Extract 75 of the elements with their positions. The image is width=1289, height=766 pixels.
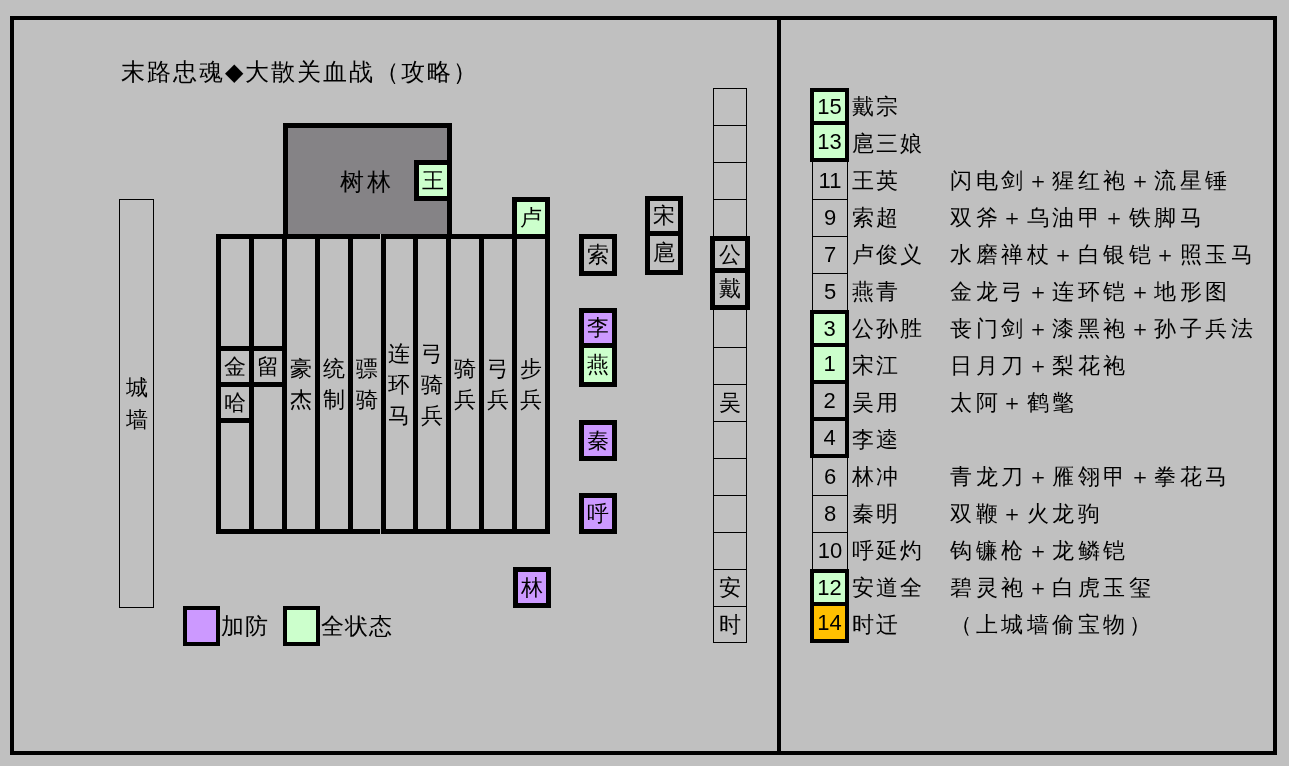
hero-name: 王英 <box>852 167 900 195</box>
troop-column: 步兵 <box>512 234 550 534</box>
hero-name: 扈三娘 <box>852 130 924 158</box>
strip-cell: 吴 <box>713 384 747 421</box>
unit-tile: 林 <box>513 567 551 608</box>
legend-label: 加防 <box>221 612 269 640</box>
unit-tile: 王 <box>414 160 447 201</box>
troop-column <box>248 234 282 534</box>
hero-name: 林冲 <box>852 463 900 491</box>
strip-cell: 戴 <box>710 273 750 310</box>
hero-name: 安道全 <box>852 574 924 602</box>
unit-tile: 呼 <box>579 493 617 534</box>
number-cell: 6 <box>812 458 848 495</box>
number-cell: 9 <box>812 199 848 236</box>
troop-column: 豪杰 <box>281 234 315 534</box>
strip-cell: 公 <box>710 236 750 273</box>
wall-box: 城墙 <box>119 199 154 608</box>
troop-column: 骠骑 <box>347 234 381 534</box>
troop-column: 统制 <box>314 234 348 534</box>
equipment-text: 水磨禅杖＋白银铠＋照玉马 <box>950 241 1256 269</box>
unit-tile: 李 <box>579 308 617 348</box>
hero-name: 索超 <box>852 204 900 232</box>
number-cell: 4 <box>810 421 849 458</box>
unit-tile: 金 <box>221 346 249 387</box>
hero-name: 卢俊义 <box>852 241 924 269</box>
forest-area <box>283 123 452 234</box>
equipment-text: 青龙刀＋雁翎甲＋拳花马 <box>950 463 1231 491</box>
number-cell: 14 <box>810 606 849 643</box>
equipment-text: 双斧＋乌油甲＋铁脚马 <box>950 204 1205 232</box>
area-label: 树林 <box>340 168 394 196</box>
hero-name: 戴宗 <box>852 93 900 121</box>
equipment-text: 碧灵袍＋白虎玉玺 <box>950 574 1154 602</box>
equipment-text: 日月刀＋梨花袍 <box>950 352 1129 380</box>
unit-tile: 留 <box>253 346 282 387</box>
unit-tile: 卢 <box>512 197 550 234</box>
number-cell: 2 <box>810 384 849 421</box>
troop-column: 弓骑兵 <box>413 234 447 534</box>
number-cell: 15 <box>810 88 849 125</box>
hero-name: 李逵 <box>852 426 900 454</box>
unit-tile: 索 <box>579 234 617 276</box>
unit-tile: 宋 <box>645 196 683 236</box>
number-cell: 11 <box>812 162 848 199</box>
equipment-text: 钩镰枪＋龙鳞铠 <box>950 537 1129 565</box>
number-cell: 7 <box>812 236 848 273</box>
hero-name: 公孙胜 <box>852 315 924 343</box>
number-cell: 1 <box>810 347 849 384</box>
strip-cell: 安 <box>713 569 747 606</box>
troop-column: 弓兵 <box>479 234 513 534</box>
hero-name: 吴用 <box>852 389 900 417</box>
number-cell: 13 <box>810 125 849 162</box>
unit-tile: 扈 <box>645 236 683 275</box>
number-cell: 8 <box>812 495 848 532</box>
troop-column: 连环马 <box>380 234 414 534</box>
equipment-text: 太阿＋鹤氅 <box>950 389 1078 417</box>
strip-cell: 时 <box>713 606 747 643</box>
number-cell: 12 <box>810 569 849 606</box>
unit-tile: 秦 <box>579 420 617 461</box>
hero-name: 时迁 <box>852 611 900 639</box>
hero-name: 宋江 <box>852 352 900 380</box>
equipment-text: 双鞭＋火龙驹 <box>950 500 1103 528</box>
troop-column: 骑兵 <box>446 234 480 534</box>
legend-label: 全状态 <box>321 612 393 640</box>
number-cell: 5 <box>812 273 848 310</box>
unit-tile: 燕 <box>579 348 617 387</box>
number-cell: 10 <box>812 532 848 569</box>
map-title: 末路忠魂◆大散关血战（攻略） <box>121 57 480 87</box>
equipment-text: （上城墙偷宝物） <box>950 611 1154 639</box>
hero-name: 呼延灼 <box>852 537 924 565</box>
number-cell: 3 <box>810 310 849 347</box>
troop-column <box>216 234 249 534</box>
hero-name: 燕青 <box>852 278 900 306</box>
hero-name: 秦明 <box>852 500 900 528</box>
equipment-text: 闪电剑＋猩红袍＋流星锤 <box>950 167 1231 195</box>
equipment-text: 丧门剑＋漆黑袍＋孙子兵法 <box>950 315 1256 343</box>
equipment-text: 金龙弓＋连环铠＋地形图 <box>950 278 1231 306</box>
